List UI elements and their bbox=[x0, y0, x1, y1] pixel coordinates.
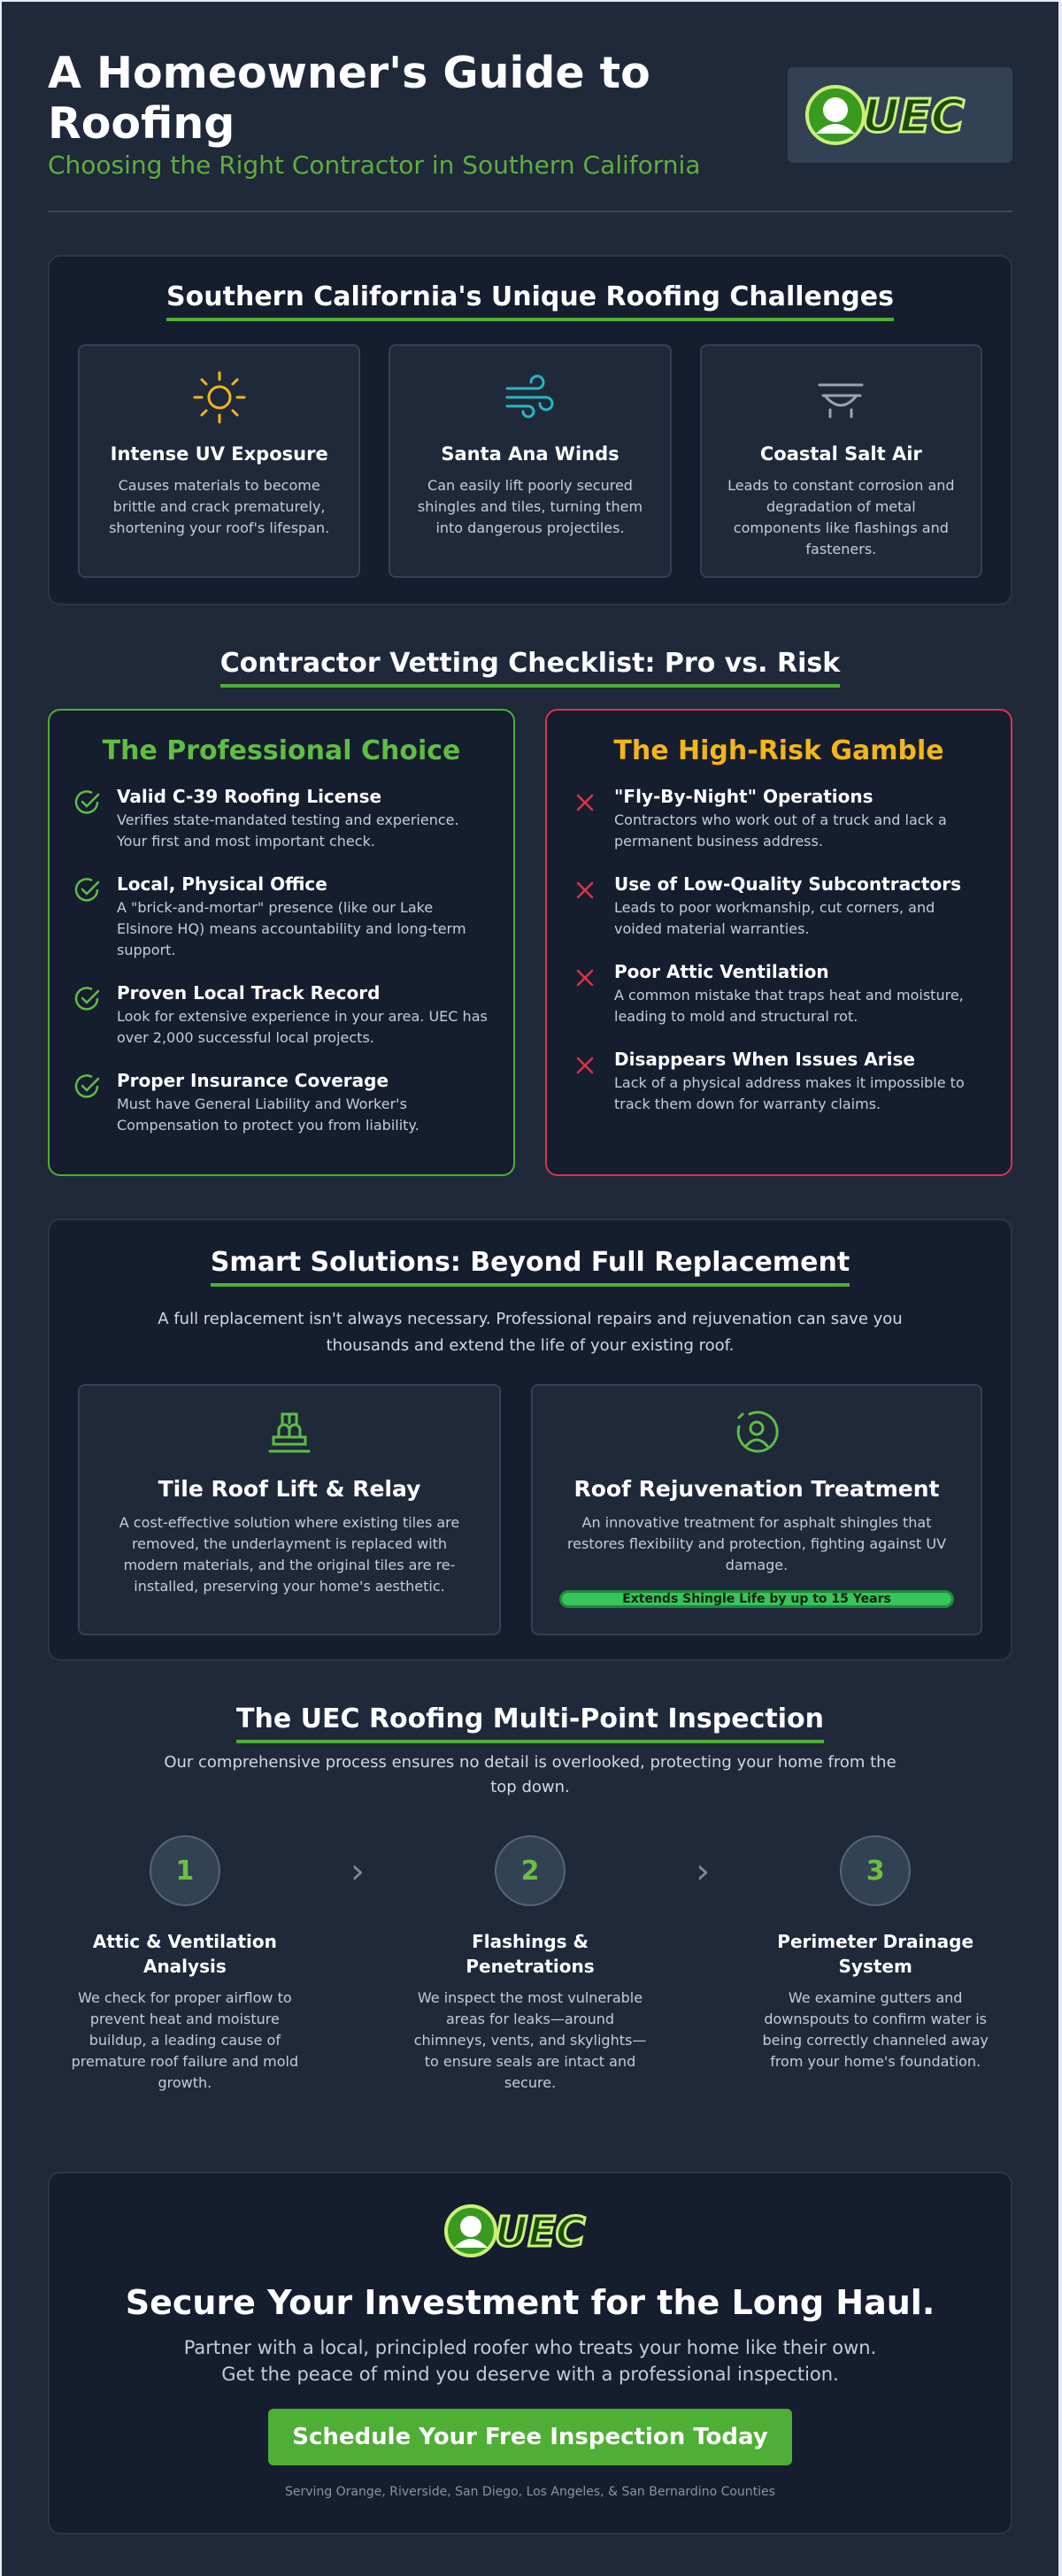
pro-title: The Professional Choice bbox=[102, 735, 461, 766]
cta-section: UEC Secure Your Investment for the Long … bbox=[48, 2172, 1012, 2534]
pro-item-desc: Verifies state-mandated testing and expe… bbox=[117, 811, 459, 850]
step-number: 2 bbox=[495, 1835, 566, 1906]
service-area-text: Serving Orange, Riverside, San Diego, Lo… bbox=[285, 2485, 775, 2499]
pro-item-desc: A "brick-and-mortar" presence (like our … bbox=[117, 899, 466, 958]
uec-logo-mark: UEC bbox=[805, 85, 966, 145]
solution-card: Tile Roof Lift & Relay A cost-effective … bbox=[78, 1384, 501, 1635]
x-mark-icon bbox=[576, 1057, 594, 1074]
pro-column: The Professional Choice Valid C-39 Roofi… bbox=[48, 709, 515, 1176]
step-name: Perimeter Drainage System bbox=[777, 1931, 974, 1977]
risk-item-desc: Lack of a physical address makes it impo… bbox=[614, 1074, 965, 1112]
risk-column: The High-Risk Gamble "Fly-By-Night" Oper… bbox=[545, 709, 1012, 1176]
check-circle-icon bbox=[74, 987, 100, 1011]
page-title: A Homeowner's Guide to Roofing bbox=[48, 48, 650, 149]
rejuvenation-icon bbox=[736, 1411, 779, 1453]
solutions-section: Smart Solutions: Beyond Full Replacement… bbox=[48, 1219, 1012, 1661]
solution-name: Tile Roof Lift & Relay bbox=[158, 1476, 421, 1502]
uec-logo: UEC bbox=[444, 2204, 587, 2257]
sun-icon bbox=[193, 371, 246, 424]
solutions-intro: A full replacement isn't always necessar… bbox=[158, 1310, 903, 1355]
challenge-name: Santa Ana Winds bbox=[441, 443, 620, 465]
risk-title: The High-Risk Gamble bbox=[613, 735, 944, 766]
solution-desc: An innovative treatment for asphalt shin… bbox=[566, 1514, 947, 1573]
x-mark-icon bbox=[576, 969, 594, 987]
x-mark-icon bbox=[576, 881, 594, 899]
uec-logo: UEC bbox=[788, 67, 1012, 163]
challenge-card: Santa Ana Winds Can easily lift poorly s… bbox=[389, 344, 672, 578]
pro-item-desc: Look for extensive experience in your ar… bbox=[117, 1008, 488, 1046]
solutions-title: Smart Solutions: Beyond Full Replacement bbox=[210, 1247, 850, 1287]
pro-item-name: Proven Local Track Record bbox=[117, 982, 381, 1003]
challenge-name: Coastal Salt Air bbox=[759, 443, 922, 465]
page-subtitle: Choosing the Right Contractor in Souther… bbox=[48, 150, 701, 180]
pro-item-name: Local, Physical Office bbox=[117, 873, 327, 895]
inspection-intro: Our comprehensive process ensures no det… bbox=[164, 1753, 897, 1796]
inspection-step: 2 Flashings & Penetrations We inspect th… bbox=[404, 1835, 657, 2094]
solution-name: Roof Rejuvenation Treatment bbox=[573, 1476, 940, 1502]
challenge-desc: Causes materials to become brittle and c… bbox=[109, 477, 330, 536]
salt-air-icon bbox=[818, 383, 864, 419]
solution-card: Roof Rejuvenation Treatment An innovativ… bbox=[531, 1384, 982, 1635]
wind-icon bbox=[505, 374, 554, 419]
challenge-card: Coastal Salt Air Leads to constant corro… bbox=[699, 344, 982, 578]
x-mark-icon bbox=[576, 794, 594, 811]
pro-item-name: Valid C-39 Roofing License bbox=[117, 786, 382, 807]
inspection-step: 3 Perimeter Drainage System We examine g… bbox=[749, 1835, 1002, 2072]
checklist-section: The Professional Choice Valid C-39 Roofi… bbox=[48, 709, 1012, 1176]
check-circle-icon bbox=[74, 1074, 100, 1098]
challenges-title: Southern California's Unique Roofing Cha… bbox=[166, 281, 894, 321]
header-text: A Homeowner's Guide to Roofing Choosing … bbox=[48, 48, 720, 180]
risk-item-name: "Fly-By-Night" Operations bbox=[614, 786, 873, 807]
uec-logo-text: UEC bbox=[495, 2208, 586, 2256]
checklist-title: Contractor Vetting Checklist: Pro vs. Ri… bbox=[219, 648, 841, 688]
challenge-desc: Can easily lift poorly secured shingles … bbox=[417, 477, 643, 536]
shingle-life-badge: Extends Shingle Life by up to 15 Years bbox=[559, 1590, 954, 1608]
inspection-section: The UEC Roofing Multi-Point Inspection O… bbox=[48, 1703, 1012, 2094]
cta-subtitle-line: Partner with a local, principled roofer … bbox=[183, 2337, 877, 2358]
header: A Homeowner's Guide to Roofing Choosing … bbox=[48, 48, 1012, 212]
uec-logo-text: UEC bbox=[862, 90, 965, 143]
challenge-name: Intense UV Exposure bbox=[110, 443, 328, 465]
tile-stack-icon bbox=[268, 1412, 311, 1453]
risk-item-desc: Contractors who work out of a truck and … bbox=[614, 811, 947, 850]
risk-item-desc: A common mistake that traps heat and moi… bbox=[614, 987, 964, 1025]
challenges-section: Southern California's Unique Roofing Cha… bbox=[48, 255, 1012, 605]
step-desc: We examine gutters and downspouts to con… bbox=[762, 1989, 989, 2070]
step-name: Attic & Ventilation Analysis bbox=[92, 1931, 277, 1977]
chevron-right-icon: › bbox=[350, 1851, 365, 1892]
pro-item-desc: Must have General Liability and Worker's… bbox=[117, 1096, 419, 1134]
risk-item-name: Use of Low-Quality Subcontractors bbox=[614, 873, 961, 895]
step-name: Flashings & Penetrations bbox=[466, 1931, 595, 1977]
step-desc: We inspect the most vulnerable areas for… bbox=[413, 1989, 647, 2091]
inspection-step: 1 Attic & Ventilation Analysis We check … bbox=[58, 1835, 312, 2094]
check-circle-icon bbox=[74, 790, 100, 814]
inspection-title: The UEC Roofing Multi-Point Inspection bbox=[236, 1703, 824, 1743]
chevron-right-icon: › bbox=[696, 1851, 711, 1892]
pro-item-name: Proper Insurance Coverage bbox=[117, 1070, 389, 1091]
challenge-desc: Leads to constant corrosion and degradat… bbox=[727, 477, 955, 557]
challenge-card: Intense UV Exposure Causes materials to … bbox=[78, 344, 361, 578]
pro-item: Local, Physical Office A "brick-and-morta… bbox=[74, 873, 489, 961]
risk-item-desc: Leads to poor workmanship, cut corners, … bbox=[614, 899, 935, 937]
risk-item: Poor Attic Ventilation A common mistake t… bbox=[572, 961, 986, 1027]
solution-desc: A cost-effective solution where existing… bbox=[119, 1514, 460, 1595]
step-number: 3 bbox=[840, 1835, 912, 1906]
risk-item-name: Disappears When Issues Arise bbox=[614, 1049, 915, 1070]
step-desc: We check for proper airflow to prevent h… bbox=[71, 1989, 299, 2091]
cta-subtitle-line: Get the peace of mind you deserve with a… bbox=[221, 2364, 839, 2385]
check-circle-icon bbox=[74, 878, 100, 902]
step-number: 1 bbox=[149, 1835, 220, 1906]
cta-title: Secure Your Investment for the Long Haul… bbox=[125, 2283, 935, 2322]
schedule-inspection-button[interactable]: Schedule Your Free Inspection Today bbox=[268, 2409, 792, 2465]
risk-item-name: Poor Attic Ventilation bbox=[614, 961, 829, 982]
